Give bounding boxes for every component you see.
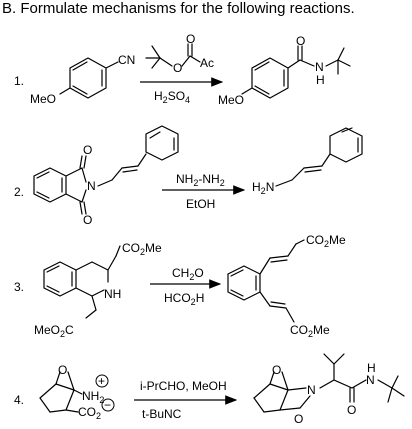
reaction-2-number: 2. [14, 185, 24, 199]
oxanorbornane-amino-acid-structure [39, 371, 83, 413]
lactam-nitrogen-label: N [307, 383, 316, 397]
page-title: B. Formulate mechanisms for the followin… [2, 0, 355, 17]
amide-hydrogen-label: H [367, 361, 376, 375]
minus-label: − [104, 398, 111, 412]
reaction-4-number: 4. [14, 393, 24, 407]
reaction-1-reagent-bottom: H2SO4 [154, 89, 190, 105]
phthalimide-structure [33, 125, 179, 215]
reaction-4-reagent-top: i-PrCHO, MeOH [140, 379, 227, 393]
product-ester-bottom-label: CO2Me [290, 323, 330, 339]
amine-label: H2N [252, 180, 274, 196]
amide-oxygen-label: O [296, 34, 305, 48]
product-bridge-oxygen-label: O [272, 363, 281, 377]
ammonium-label: NH2 [82, 389, 104, 405]
reaction-4: 4. O + NH2 CO2 − i-PrCHO, MeOH t-BuNC [14, 353, 405, 426]
ester-top-label: CO2Me [122, 241, 162, 257]
tbutyl-acetate-structure [145, 43, 201, 69]
acetyl-label: Ac [200, 56, 214, 70]
carbonyl-oxygen-label: O [186, 32, 195, 46]
beta-lactam-product-structure [253, 353, 405, 413]
ester-bottom-label: MeO2C [34, 323, 74, 339]
product-ester-top-label: CO2Me [306, 233, 346, 249]
phthalimide-nitrogen-label: N [87, 179, 96, 193]
reaction-3-number: 3. [14, 280, 24, 294]
reaction-2-reagent-top: NH2-NH2 [176, 172, 225, 188]
nitrile-label: CN [118, 53, 135, 67]
cinnamylamine-product-structure [275, 127, 363, 187]
bridge-oxygen-label: O [58, 363, 67, 377]
reaction-2-reagent-bottom: EtOH [186, 197, 215, 211]
anisonitrile-structure [59, 57, 119, 99]
reaction-4-reagent-bottom: t-BuNC [142, 407, 182, 421]
carboxylate-label: CO2 [78, 405, 101, 421]
lactam-oxygen-label: O [294, 412, 303, 426]
reaction-3-reagent-top: CH2O [172, 266, 204, 282]
amide-hydrogen-label: H [316, 73, 325, 87]
divinylbenzene-product-structure [227, 239, 305, 323]
amide-nitrogen-label: N [315, 60, 324, 74]
reaction-3-reagent-bottom: HCO2H [164, 291, 204, 307]
product-methoxy-label: MeO [218, 93, 244, 107]
phthalimide-oxygen-top-label: O [83, 143, 92, 157]
amide-nitrogen-label: N [366, 373, 375, 387]
reaction-2: 2. O O N NH2-NH2 EtOH [14, 125, 363, 227]
reaction-1: 1. CN MeO O O Ac H2SO4 [14, 32, 351, 107]
reaction-1-number: 1. [14, 74, 24, 88]
positive-charge-icon [95, 374, 109, 388]
tbutyl-amide-product-structure [241, 45, 351, 99]
amide-oxygen-label: O [347, 403, 356, 417]
reaction-3: 3. CO2Me NH MeO2C CH2O HCO2H [14, 233, 346, 339]
amine-nh-label: NH [104, 287, 121, 301]
methoxy-label: MeO [30, 92, 56, 106]
tetrahydroisoquinoline-structure [43, 245, 121, 319]
phthalimide-oxygen-bottom-label: O [83, 213, 92, 227]
plus-label: + [98, 374, 105, 388]
negative-charge-icon [101, 398, 115, 412]
ester-oxygen-label: O [173, 61, 182, 75]
